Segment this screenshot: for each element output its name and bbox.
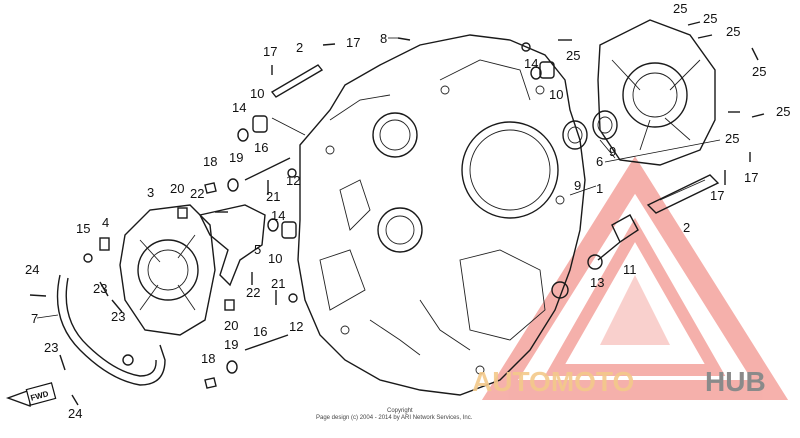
callout-23-b: 23 [111, 309, 125, 324]
callout-25-b: 25 [726, 24, 740, 39]
callout-18-top: 18 [203, 154, 217, 169]
copyright-line1: Copyright [387, 408, 413, 414]
callout-10-right: 10 [549, 87, 563, 102]
callout-7: 7 [31, 311, 38, 326]
crankcase [297, 34, 586, 396]
callout-25-e: 25 [776, 104, 790, 119]
callout-17-mid: 17 [346, 35, 360, 50]
callout-25-f: 25 [725, 131, 739, 146]
belt-band [56, 274, 166, 386]
callout-16-bottom: 16 [253, 324, 267, 339]
plug-13 [551, 254, 603, 299]
callout-18-bottom: 18 [201, 351, 215, 366]
callout-14-top: 14 [232, 100, 246, 115]
plate-2-right [646, 174, 720, 214]
callout-17-right: 17 [744, 170, 758, 185]
callout-21-top: 21 [266, 189, 280, 204]
callout-25-g: 25 [703, 11, 717, 26]
callout-12-top: 12 [286, 173, 300, 188]
callout-25-d: 25 [566, 48, 580, 63]
callout-21-bottom: 21 [271, 276, 285, 291]
watermark-logo [481, 156, 789, 400]
callout-25-a: 25 [673, 1, 687, 16]
rear-cover [597, 19, 716, 166]
callout-25-c: 25 [752, 64, 766, 79]
callout-22-bottom: 22 [246, 285, 260, 300]
callout-4: 4 [102, 215, 109, 230]
callout-19-top: 19 [229, 150, 243, 165]
callout-9-right: 9 [609, 144, 616, 159]
callout-10-mid: 10 [268, 251, 282, 266]
callout-23-a: 23 [93, 281, 107, 296]
callout-15: 15 [76, 221, 90, 236]
fwd-arrow: FWD [5, 382, 57, 407]
callout-19-bottom: 19 [224, 337, 238, 352]
callout-12-bottom: 12 [289, 319, 303, 334]
rod-2-left [270, 64, 324, 98]
callout-13: 13 [590, 275, 604, 290]
watermark-brand-part1: AUTOMOTO [472, 366, 634, 397]
callout-9-left: 9 [574, 178, 581, 193]
callout-10-top: 10 [250, 86, 264, 101]
callout-17-left: 17 [263, 44, 277, 59]
callout-2-top: 2 [296, 40, 303, 55]
cap-11 [597, 214, 639, 261]
fasteners [29, 21, 765, 406]
callout-20-bottom: 20 [224, 318, 238, 333]
callout-3: 3 [147, 185, 154, 200]
leader-lines [36, 37, 721, 319]
callout-2-right: 2 [683, 220, 690, 235]
left-cover [119, 204, 216, 336]
callout-11: 11 [623, 262, 637, 277]
callout-8: 8 [380, 31, 387, 46]
copyright-line2: Page design (c) 2004 - 2014 by ARI Netwo… [316, 415, 473, 421]
callouts: 1 2 2 3 4 5 6 7 8 9 9 10 10 10 11 12 12 … [25, 1, 790, 421]
callout-14-mid: 14 [271, 208, 285, 223]
copyright: Copyright Page design (c) 2004 - 2014 by… [316, 408, 473, 421]
callout-24-top: 24 [25, 262, 39, 277]
callout-20-top: 20 [170, 181, 184, 196]
watermark-brand-part2: HUB [705, 366, 766, 397]
callout-14-right: 14 [524, 56, 538, 71]
callout-24-bottom: 24 [68, 406, 82, 421]
callout-23-c: 23 [44, 340, 58, 355]
callout-5: 5 [254, 242, 261, 257]
watermark-brand: AUTOMOTO HUB [472, 366, 766, 397]
bearing-9-left [562, 120, 588, 150]
callout-16-top: 16 [254, 140, 268, 155]
callout-1: 1 [596, 181, 603, 196]
bearing-9-right [592, 110, 618, 140]
callout-17-right2: 17 [710, 188, 724, 203]
bracket [198, 204, 266, 287]
callout-22-top: 22 [190, 186, 204, 201]
callout-6: 6 [596, 154, 603, 169]
